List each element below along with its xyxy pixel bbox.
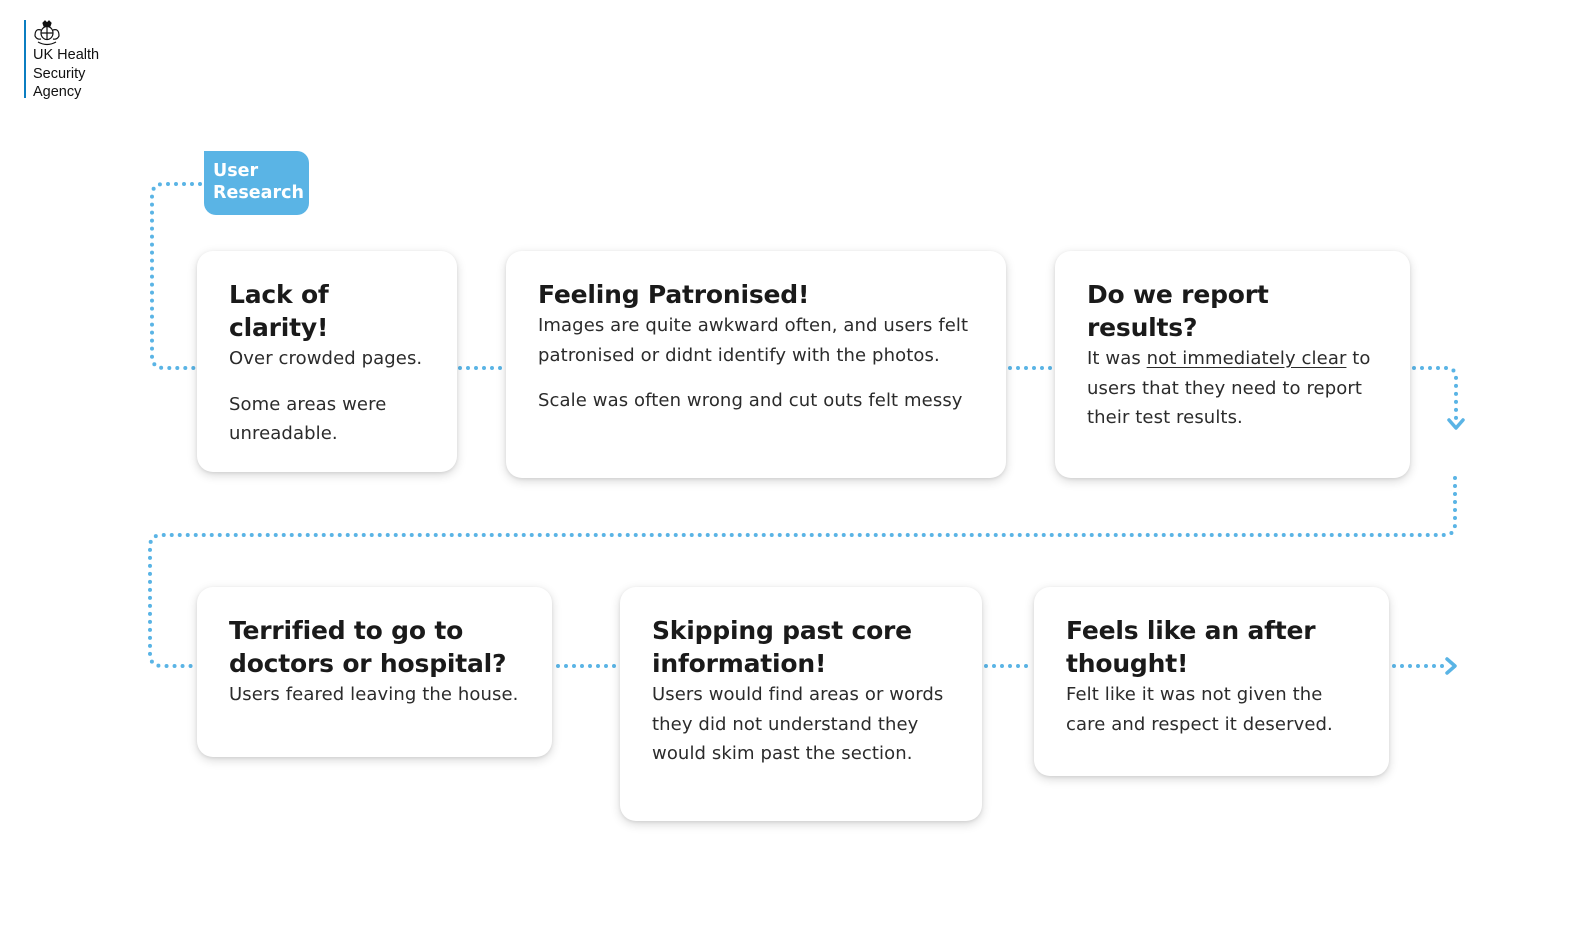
- card-text: It was not immediately clear to users th…: [1087, 344, 1379, 433]
- card-text-part: It was: [1087, 348, 1147, 369]
- finding-card-lack-of-clarity: Lack of clarity! Over crowded pages. Som…: [197, 251, 457, 472]
- card-text: Felt like it was not given the care and …: [1066, 684, 1333, 735]
- logo-wordmark: UK Health Security Agency: [33, 46, 99, 102]
- arrow-down-icon: [1447, 418, 1465, 430]
- logo-line: UK Health: [33, 47, 100, 63]
- card-text: Images are quite awkward often, and user…: [538, 315, 969, 366]
- logo-divider: [24, 20, 26, 98]
- underlined-emphasis: not immediately clear: [1146, 348, 1347, 369]
- logo-line: Security: [33, 65, 86, 82]
- finding-card-report-results: Do we report results? It was not immedia…: [1055, 251, 1410, 478]
- card-title: Terrified to go to doctors or hospital?: [229, 616, 507, 678]
- card-text: Over crowded pages.: [229, 348, 423, 369]
- finding-card-terrified: Terrified to go to doctors or hospital? …: [197, 587, 552, 757]
- tag-line: User: [213, 161, 259, 181]
- royal-crest-icon: [34, 20, 60, 46]
- card-title: Feels like an after thought!: [1066, 616, 1316, 678]
- card-text-part: to users that they need to report their …: [1087, 348, 1371, 428]
- card-text: Users feared leaving the house.: [229, 684, 519, 705]
- logo-line: Agency: [33, 84, 82, 100]
- tag-line: Research: [213, 183, 304, 203]
- finding-card-skipping-info: Skipping past core information! Users wo…: [620, 587, 982, 821]
- card-text: Scale was often wrong and cut outs felt …: [538, 390, 963, 411]
- arrow-right-icon: [1445, 657, 1457, 675]
- card-title: Feeling Patronised!: [538, 280, 810, 309]
- connector-row-transition: [148, 476, 1457, 668]
- connector-card3-down: [1412, 366, 1458, 420]
- finding-card-feeling-patronised: Feeling Patronised! Images are quite awk…: [506, 251, 1006, 478]
- user-research-tag: User Research: [204, 151, 309, 215]
- card-text: Users would find areas or words they did…: [652, 684, 944, 764]
- connector-tag-to-card1: [150, 182, 202, 370]
- card-title: Skipping past core information!: [652, 616, 912, 678]
- card-title: Do we report results?: [1087, 280, 1269, 342]
- finding-card-after-thought: Feels like an after thought! Felt like i…: [1034, 587, 1389, 776]
- card-title: Lack of clarity!: [229, 280, 329, 342]
- card-text: Some areas were unreadable.: [229, 393, 387, 445]
